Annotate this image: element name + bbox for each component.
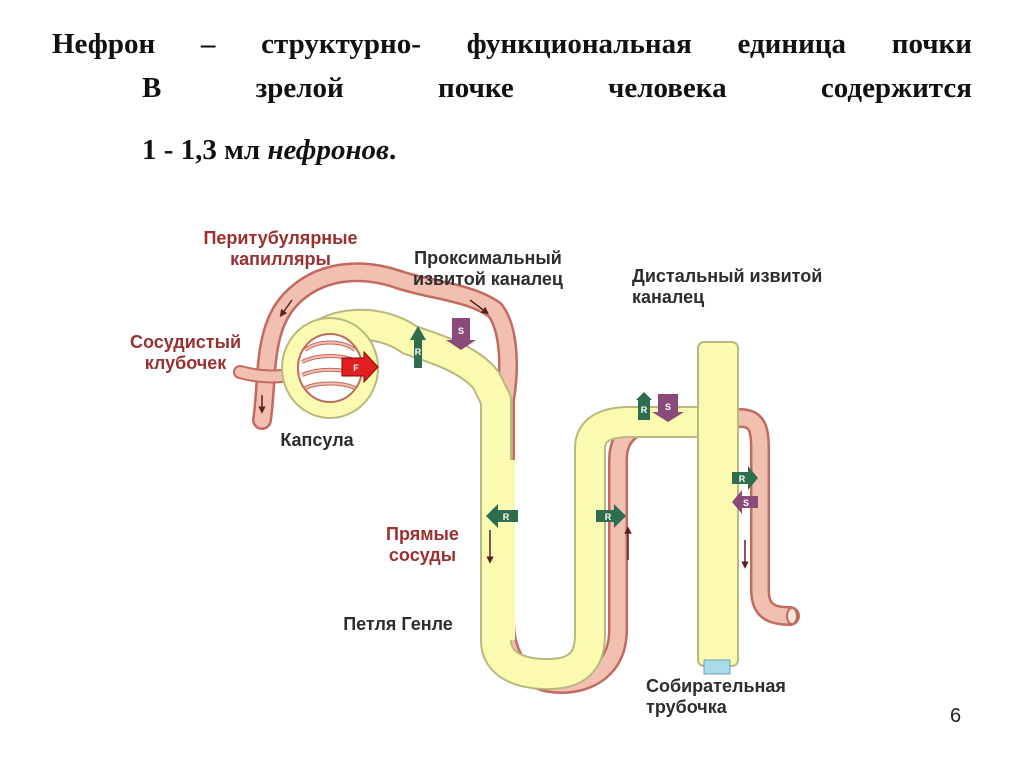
reabsorption-letter: R [739,474,746,484]
secretion-badge-collecting: S [732,490,758,514]
flow-arrows [258,299,749,569]
page-number: 6 [950,705,962,727]
secretion-badge-distal: S [652,394,684,422]
collecting-duct [697,341,739,675]
label-vasa-recta: Прямые сосуды [370,524,475,566]
label-capsule: Капсула [280,430,354,450]
reabsorption-badge-proximal: R [410,326,426,368]
reabsorption-badge-distal: R [636,392,652,420]
tubule [281,308,721,690]
label-proximal-tubule: Проксимальный извитой каналец [378,248,598,290]
label-line: сосуды [388,545,457,565]
reabsorption-letter: R [415,347,422,357]
reabsorption-badge-collecting: R [732,466,758,490]
filtration-letter: F [353,363,359,373]
label-distal-tubule: Дистальный извитой каналец [632,266,902,308]
label-line: каналец [632,287,705,307]
vessel-open-end [786,607,798,625]
title-word: человека [608,72,727,104]
title-word: единица [737,28,847,60]
slide-title: Нефрон – структурно- функциональная един… [52,22,972,172]
title-line-2: В зрелой почке человека содержится [52,66,972,110]
label-line: трубочка [646,697,727,717]
label-glomerulus: Сосудистый клубочек [108,332,263,374]
label-line: Проксимальный [414,248,562,268]
secretion-badge-proximal: S [446,318,476,350]
title-period: . [389,134,397,166]
title-nephrons-italic: нефронов [267,134,390,166]
reabsorption-letter: R [503,512,510,522]
title-word: содержится [820,72,972,104]
title-line-1: Нефрон – структурно- функциональная един… [52,22,972,66]
title-word: – [200,28,216,60]
label-line: клубочек [144,353,227,373]
reabsorption-letter: R [641,405,648,415]
secretion-letter: S [458,326,464,336]
label-line: Сосудистый [129,332,242,352]
label-line: извитой каналец [413,269,563,289]
label-peritubular-capillaries: Перитубулярные капилляры [178,228,383,270]
title-word: зрелой [255,72,344,104]
secretion-letter: S [743,498,749,508]
label-line: Собирательная [646,676,786,696]
label-loop-of-henle: Петля Генле [343,614,453,634]
title-word: функциональная [466,28,692,60]
title-word: почке [438,72,514,104]
label-line: Дистальный извитой [632,266,823,286]
title-line-3: 1 - 1,3 мл нефронов. [52,128,972,172]
title-word: структурно- [261,28,421,60]
title-word: Нефрон [52,28,156,60]
reabsorption-badge-henle-ascending: R [596,504,626,528]
secretion-letter: S [665,402,671,412]
label-collecting-duct: Собирательная трубочка [646,676,856,718]
label-line: капилляры [230,249,331,269]
label-line: Перитубулярные [203,228,358,248]
reabsorption-badge-henle-descending: R [486,504,518,528]
label-line: Прямые [386,524,459,544]
title-amount: 1 - 1,3 мл [142,134,268,166]
collecting-duct-end [703,659,731,675]
title-word: В [142,72,162,104]
filtration-badge: F [341,350,379,384]
reabsorption-letter: R [605,512,612,522]
title-word: почки [891,28,972,60]
